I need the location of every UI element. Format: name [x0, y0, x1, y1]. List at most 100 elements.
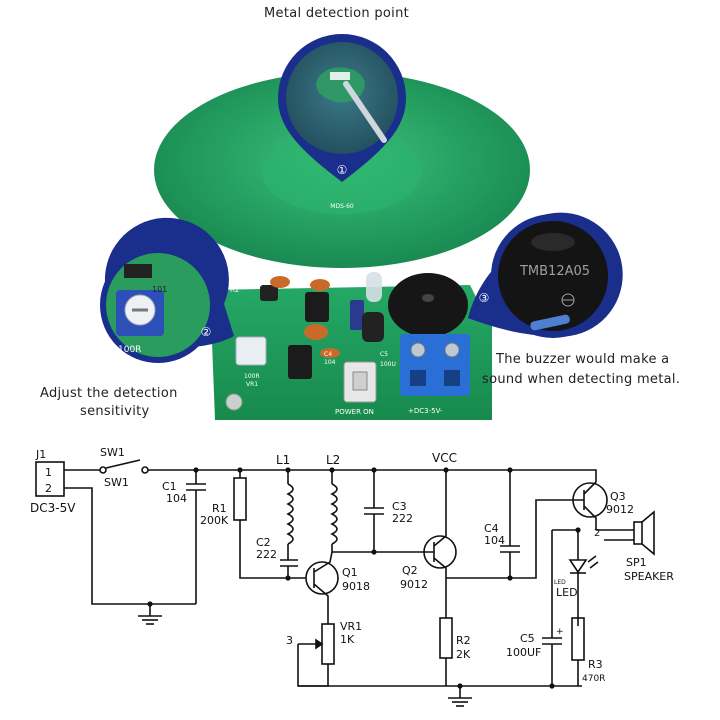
sw1-switch-icon [105, 459, 141, 469]
label-sp1: SP1 [626, 556, 647, 569]
transistor-icon [305, 292, 329, 322]
chip-closeup [330, 72, 350, 80]
label-c4-value: 104 [484, 534, 505, 547]
pcb-label-c5: C5 [380, 351, 388, 358]
label-c3: C3 [392, 500, 407, 513]
label-sw1-top: SW1 [100, 446, 125, 459]
capacitor-icon [304, 324, 328, 340]
label-c2-value: 222 [256, 548, 277, 561]
label-r3: R3 [588, 658, 603, 671]
q2-transistor [423, 535, 457, 569]
pcb-label-r2: R2 [230, 286, 239, 294]
vr1-potentiometer [321, 623, 335, 665]
label-j1-pin1: 1 [45, 466, 52, 479]
pcb-label-c4: C4 [324, 351, 332, 358]
terminal-screw-icon [444, 342, 460, 358]
transistor-icon [260, 285, 278, 301]
resistor-icon [350, 300, 364, 330]
label-sw1-bottom: SW1 [104, 476, 129, 489]
caption-detection-point: Metal detection point [264, 6, 410, 21]
label-c4: C4 [484, 522, 499, 535]
pot-value: 100R [118, 345, 141, 355]
label-j1-pin2: 2 [45, 482, 52, 495]
transistor-closeup [124, 264, 152, 278]
transistor-icon [288, 345, 312, 379]
pcb-label-c5-value: 100U [380, 361, 396, 368]
board-illustration: MDS-60 R2 100R VR1 C4 104 C5 [100, 34, 623, 420]
pcb-label-supply: +DC3-5V- [408, 407, 443, 415]
label-speaker: SPEAKER [624, 570, 674, 583]
terminal-screw-icon [410, 342, 426, 358]
buzzer-top [531, 233, 575, 251]
callout-3-number: ③ [479, 291, 490, 305]
label-l2: L2 [326, 453, 340, 467]
label-c5-value: 100UF [506, 646, 541, 659]
pcb-label-vr1: VR1 [246, 381, 258, 388]
q1-transistor [305, 561, 339, 595]
label-q2-value: 9012 [400, 578, 428, 591]
label-q3-pin2: 2 [594, 528, 600, 539]
label-q1: Q1 [342, 566, 358, 579]
label-q3: Q3 [610, 490, 626, 503]
capacitor-icon [270, 276, 290, 288]
led-icon [366, 272, 382, 302]
terminal-block [400, 334, 470, 396]
callout-1-number: ① [337, 163, 348, 177]
capacitor-icon [310, 279, 330, 291]
label-c1: C1 [162, 480, 177, 493]
label-dc: DC3-5V [30, 501, 76, 515]
resistor-closeup [530, 314, 570, 331]
label-vr1-value: 1K [340, 633, 355, 646]
label-r2-value: 2K [456, 648, 471, 661]
switch-knob [352, 371, 368, 391]
label-c1-value: 104 [166, 492, 187, 505]
label-vr1: VR1 [340, 620, 362, 633]
callout-3-zoom [498, 221, 608, 331]
r1-resistor [233, 477, 247, 521]
caption-buzzer-line2: sound when detecting metal. [482, 372, 681, 387]
label-c5-plus: + [556, 627, 564, 637]
coil-mark: MDS-60 [330, 203, 354, 210]
label-q2: Q2 [402, 564, 418, 577]
label-led-small: LED [554, 579, 566, 586]
pcb-label-c4-value: 104 [324, 359, 336, 366]
circuit-schematic: J1 1 2 DC3-5V SW1 SW1 C1 104 R1 200K L1 … [30, 446, 674, 707]
label-c3-value: 222 [392, 512, 413, 525]
mount-hole [225, 393, 243, 411]
led-diode-icon [568, 559, 588, 574]
label-r2: R2 [456, 634, 471, 647]
caption-adjust-line2: sensitivity [80, 404, 150, 419]
label-vcc: VCC [432, 451, 457, 465]
l1-coil [286, 483, 294, 545]
label-q1-value: 9018 [342, 580, 370, 593]
label-c5: C5 [520, 632, 535, 645]
callout-2-number: ② [201, 325, 212, 339]
j1-connector [35, 461, 65, 497]
terminal-slot [410, 370, 426, 386]
buzzer-part-number: TMB12A05 [519, 264, 590, 279]
pcb-label-vr1-value: 100R [244, 373, 260, 380]
label-r1: R1 [212, 502, 227, 515]
label-r1-value: 200K [200, 514, 229, 527]
label-c2: C2 [256, 536, 271, 549]
label-q3-value: 9012 [606, 503, 634, 516]
label-led: LED [556, 586, 578, 599]
label-r3-value: 470R [582, 674, 605, 684]
screwdriver-icon [343, 81, 387, 143]
pcb-label-power-on: POWER ON [335, 408, 374, 416]
buzzer-hole [422, 294, 434, 302]
junction-dots [147, 467, 581, 689]
l2-coil [330, 483, 338, 545]
trim-pot [235, 336, 267, 366]
label-l1: L1 [276, 453, 290, 467]
caption-buzzer-line1: The buzzer would make a [496, 352, 670, 367]
speaker-icon [633, 521, 643, 545]
pot-code: 101 [152, 285, 167, 294]
capacitor-icon [320, 348, 340, 358]
buzzer-icon [388, 273, 468, 337]
terminal-slot [444, 370, 460, 386]
electrolytic-cap-icon [362, 312, 384, 342]
r2-resistor [439, 617, 453, 659]
caption-adjust-line1: Adjust the detection [40, 386, 178, 401]
